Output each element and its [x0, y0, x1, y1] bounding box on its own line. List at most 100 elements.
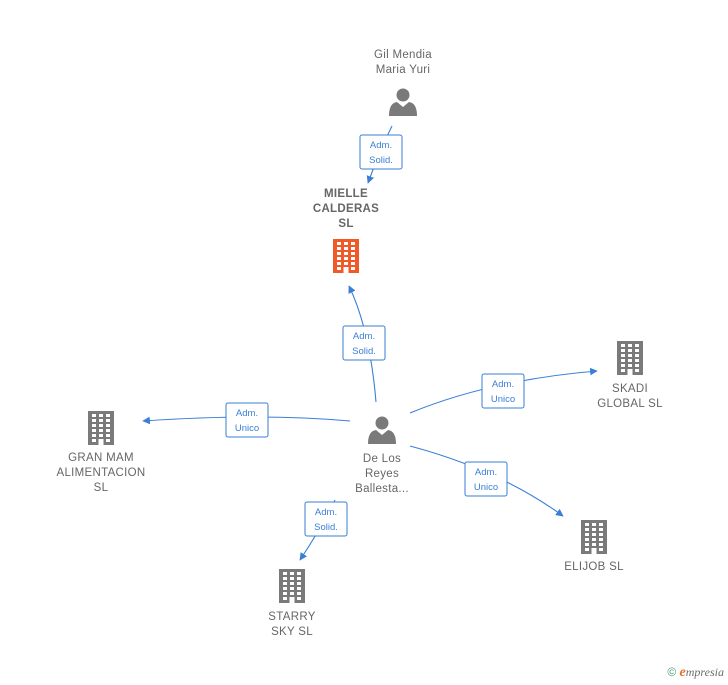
building-window-shape	[92, 419, 96, 422]
node-label-line: SKY SL	[271, 626, 313, 638]
node-label-line: GRAN MAM	[68, 452, 134, 464]
edge-label-box	[225, 402, 269, 438]
building-window-shape	[621, 354, 625, 357]
brand-name: mpresia	[685, 665, 724, 679]
edge-label-box	[304, 501, 348, 537]
building-window-shape	[585, 528, 589, 531]
building-window-shape	[337, 267, 341, 270]
building-window-shape	[628, 354, 632, 357]
building-window-shape	[297, 572, 301, 575]
edge-label-box	[481, 373, 525, 409]
building-window-shape	[621, 349, 625, 352]
building-window-shape	[621, 364, 625, 367]
building-door-shape	[289, 597, 295, 603]
node-label-line: CALDERAS	[313, 203, 379, 215]
edge-delos-elijob[interactable]: Adm.Unico	[409, 445, 564, 517]
building-window-shape	[351, 242, 355, 245]
building-window-shape	[106, 439, 110, 442]
node-label-line: Reyes	[365, 468, 399, 480]
edge-label-line: Solid.	[352, 346, 376, 357]
building-window-shape	[599, 543, 603, 546]
building-window-shape	[592, 538, 596, 541]
edge-label-line: Unico	[235, 423, 259, 434]
edge-delos-starry[interactable]: Adm.Solid.	[299, 499, 348, 561]
node-elijob[interactable]: ELIJOB SL	[564, 520, 624, 573]
building-window-shape	[599, 538, 603, 541]
building-window-shape	[283, 592, 287, 595]
edges-layer: Adm.Solid.Adm.Solid.Adm.UnicoAdm.UnicoAd…	[142, 125, 598, 561]
edge-label-line: Unico	[474, 482, 498, 493]
building-window-shape	[344, 247, 348, 250]
edge-label-line: Unico	[491, 394, 515, 405]
building-window-shape	[283, 587, 287, 590]
building-window-shape	[337, 252, 341, 255]
node-label-line: SKADI	[612, 383, 648, 395]
building-window-shape	[297, 582, 301, 585]
edge-label-line: Solid.	[369, 155, 393, 166]
building-window-shape	[585, 538, 589, 541]
building-window-shape	[635, 344, 639, 347]
edge-gil-mielle[interactable]: Adm. Solid.	[359, 125, 403, 184]
node-delos[interactable]: De LosReyesBallesta...	[355, 416, 409, 496]
node-label-line: GLOBAL SL	[597, 398, 663, 410]
building-window-shape	[99, 424, 103, 427]
node-label-line: Maria Yuri	[376, 64, 431, 76]
building-window-shape	[337, 262, 341, 265]
building-window-shape	[290, 582, 294, 585]
building-door-shape	[98, 439, 104, 445]
building-window-shape	[628, 359, 632, 362]
copyright-symbol: ©	[667, 665, 677, 679]
edge-label-line: Adm.	[370, 140, 392, 151]
building-window-shape	[592, 543, 596, 546]
building-window-shape	[351, 262, 355, 265]
building-window-shape	[635, 369, 639, 372]
building-window-shape	[351, 247, 355, 250]
building-window-shape	[337, 257, 341, 260]
building-window-shape	[344, 262, 348, 265]
building-window-shape	[344, 242, 348, 245]
building-window-shape	[621, 369, 625, 372]
edge-label-box	[359, 134, 403, 170]
edge-delos-skadi[interactable]: Adm.Unico	[409, 367, 598, 414]
node-starry[interactable]: STARRY SKY SL	[268, 569, 315, 638]
person-icon	[368, 416, 396, 444]
node-label-line: STARRY	[268, 611, 315, 623]
building-window-shape	[635, 349, 639, 352]
building-window-shape	[99, 414, 103, 417]
edge-label-line: Adm.	[353, 331, 375, 342]
building-window-shape	[290, 572, 294, 575]
building-window-shape	[92, 414, 96, 417]
brand-initial: e	[679, 665, 686, 680]
building-window-shape	[290, 592, 294, 595]
building-window-shape	[92, 429, 96, 432]
footer-brand[interactable]: © empresia	[667, 665, 724, 681]
building-window-shape	[106, 414, 110, 417]
node-skadi[interactable]: SKADI GLOBAL SL	[597, 341, 663, 410]
node-label-line: MIELLE	[324, 188, 368, 200]
building-window-shape	[351, 257, 355, 260]
building-window-shape	[635, 359, 639, 362]
building-window-shape	[621, 344, 625, 347]
building-window-shape	[92, 424, 96, 427]
building-icon	[88, 411, 114, 445]
building-window-shape	[297, 587, 301, 590]
building-icon	[333, 239, 359, 273]
edge-delos-mielle[interactable]: Adm. Solid.	[342, 285, 386, 403]
building-window-shape	[628, 344, 632, 347]
edge-label-line: Solid.	[314, 522, 338, 533]
building-window-shape	[592, 528, 596, 531]
building-door-shape	[591, 548, 597, 554]
building-door-shape	[343, 267, 349, 273]
building-icon	[617, 341, 643, 375]
building-window-shape	[290, 587, 294, 590]
node-label-line: SL	[94, 482, 109, 494]
edge-delos-granmam[interactable]: Adm.Unico	[142, 402, 351, 438]
building-window-shape	[599, 523, 603, 526]
person-body-shape	[389, 102, 417, 116]
building-window-shape	[351, 267, 355, 270]
building-window-shape	[344, 252, 348, 255]
building-icon	[279, 569, 305, 603]
